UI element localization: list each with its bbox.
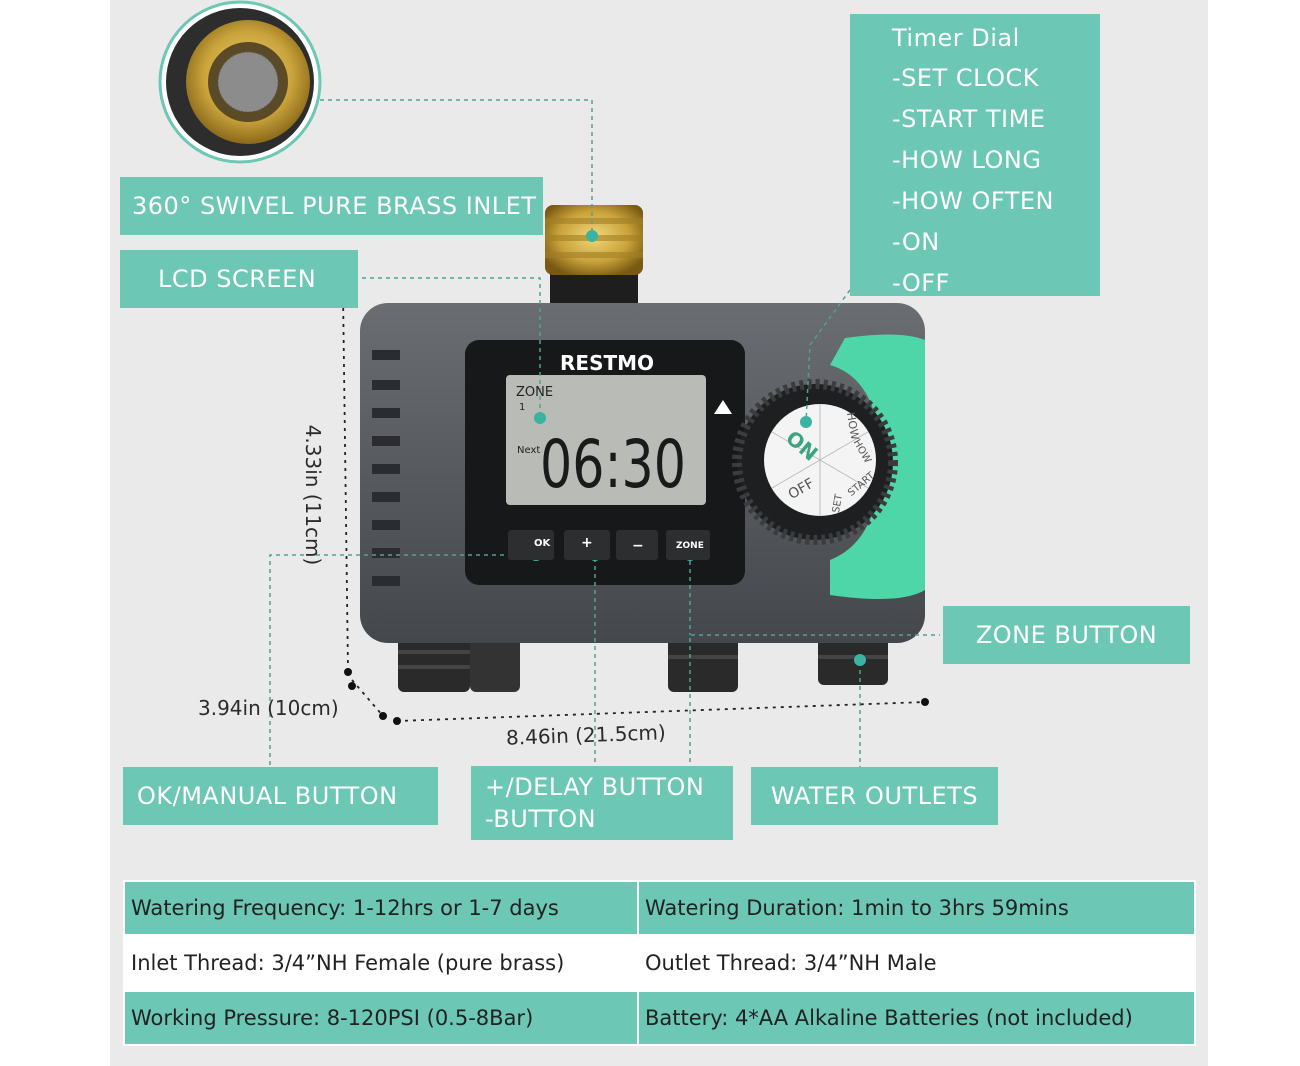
zone-button-callout: ZONE BUTTON xyxy=(943,606,1190,664)
minus-button[interactable]: − xyxy=(616,530,658,560)
dimension-lines xyxy=(342,291,926,722)
ok-manual-button[interactable]: OK xyxy=(508,530,554,560)
spec-working-pressure: Working Pressure: 8-120PSI (0.5-8Bar) xyxy=(123,990,639,1046)
spec-table: Watering Frequency: 1-12hrs or 1-7 days … xyxy=(123,880,1196,1046)
lcd-zone-label: ZONE xyxy=(516,385,553,400)
timer-body xyxy=(360,303,925,643)
depth-dimension: 3.94in (10cm) xyxy=(198,696,339,720)
zone-button[interactable]: ZONE xyxy=(666,530,710,560)
spec-row: Watering Frequency: 1-12hrs or 1-7 days … xyxy=(123,880,1196,936)
dial-item-how-often: -HOW OFTEN xyxy=(892,187,1055,215)
water-outlets-callout-text: WATER OUTLETS xyxy=(770,782,979,810)
spec-row: Working Pressure: 8-120PSI (0.5-8Bar) Ba… xyxy=(123,990,1196,1046)
leader-lines xyxy=(269,99,940,797)
inlet-zoom-circle xyxy=(158,0,322,164)
dial-item-start-time: -START TIME xyxy=(892,105,1046,133)
spec-outlet-thread: Outlet Thread: 3/4”NH Male xyxy=(637,934,1196,992)
spec-watering-frequency: Watering Frequency: 1-12hrs or 1-7 days xyxy=(123,880,639,936)
plus-delay-button[interactable]: + xyxy=(564,530,610,560)
zone-button-label: ZONE xyxy=(676,541,704,551)
ok-manual-callout-text: OK/MANUAL BUTTON xyxy=(137,782,398,810)
plus-delay-callout-line1: +/DELAY BUTTON xyxy=(485,773,705,801)
lcd-time: 06:30 xyxy=(540,426,686,503)
timer-dial-title: Timer Dial xyxy=(892,24,1020,52)
timer-dial: ON OFF SET START HOW HOW xyxy=(732,379,898,545)
zone-button-callout-text: ZONE BUTTON xyxy=(975,621,1158,649)
up-arrow-icon xyxy=(714,400,732,414)
spec-row: Inlet Thread: 3/4”NH Female (pure brass)… xyxy=(123,934,1196,992)
lcd-callout: LCD SCREEN xyxy=(120,250,358,308)
plus-button-label: + xyxy=(581,535,593,551)
dial-how-often-label: HOW xyxy=(844,411,862,441)
brand-logo: RESTMO xyxy=(560,351,654,375)
ok-button-label: OK xyxy=(534,538,552,549)
spec-inlet-thread: Inlet Thread: 3/4”NH Female (pure brass) xyxy=(123,934,639,992)
inlet-callout-text: 360° SWIVEL PURE BRASS INLET xyxy=(132,192,537,220)
spec-watering-duration: Watering Duration: 1min to 3hrs 59mins xyxy=(637,880,1196,936)
minus-button-label: − xyxy=(632,538,644,554)
brass-inlet xyxy=(545,205,643,310)
plus-delay-callout: +/DELAY BUTTON -BUTTON xyxy=(471,766,733,840)
lcd-next-label: Next xyxy=(517,445,540,456)
dial-set-label: SET xyxy=(831,493,845,514)
dial-item-how-long: -HOW LONG xyxy=(892,146,1042,174)
plus-delay-callout-line2: -BUTTON xyxy=(485,805,597,833)
water-outlets-callout: WATER OUTLETS xyxy=(751,767,998,825)
dial-item-on: -ON xyxy=(892,228,940,256)
spec-battery: Battery: 4*AA Alkaline Batteries (not in… xyxy=(637,990,1196,1046)
dial-item-set-clock: -SET CLOCK xyxy=(892,64,1040,92)
dial-item-off: -OFF xyxy=(892,269,950,297)
inlet-callout: 360° SWIVEL PURE BRASS INLET xyxy=(120,177,543,235)
timer-dial-callout: Timer Dial -SET CLOCK -START TIME -HOW L… xyxy=(850,14,1100,297)
lcd-zone-number: 1 xyxy=(519,402,525,413)
ok-manual-callout: OK/MANUAL BUTTON xyxy=(123,767,438,825)
height-dimension: 4.33in (11cm) xyxy=(301,424,325,566)
lcd-callout-text: LCD SCREEN xyxy=(158,265,317,293)
device-illustration: ON OFF SET START HOW HOW xyxy=(158,0,940,797)
